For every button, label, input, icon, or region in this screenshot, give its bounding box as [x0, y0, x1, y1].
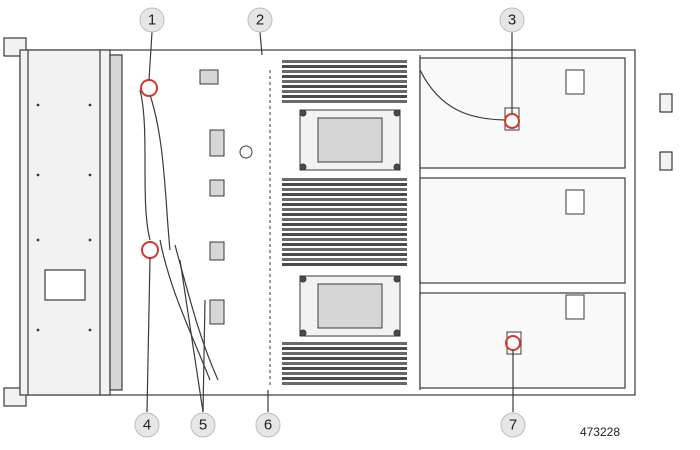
- dimm-slot: [282, 95, 407, 98]
- dimm-slot: [282, 362, 407, 365]
- dimm-slot: [282, 80, 407, 83]
- dimm-slot: [282, 203, 407, 206]
- callout-6: 6: [255, 412, 281, 438]
- cpu-socket-2: [299, 275, 401, 337]
- callout-bubble: [255, 412, 281, 438]
- dimm-bank-top: [282, 60, 407, 103]
- dimm-slot: [282, 263, 407, 266]
- callout-bubble: [139, 7, 165, 33]
- dimm-bank-middle: [282, 178, 407, 266]
- callout-4: 4: [134, 412, 160, 438]
- dimm-slot: [282, 75, 407, 78]
- dimm-slot: [282, 238, 407, 241]
- leader-lines: [146, 31, 514, 413]
- cpu-socket-1: [299, 109, 401, 171]
- dimm-slot: [282, 377, 407, 380]
- dimm-slot: [282, 357, 407, 360]
- dimm-slot: [282, 218, 407, 221]
- dimm-slot: [282, 213, 407, 216]
- dimm-slot: [282, 382, 407, 385]
- callout-bubble: [500, 412, 526, 438]
- dimm-slot: [282, 85, 407, 88]
- dimm-slot: [282, 65, 407, 68]
- callout-bubble: [247, 7, 273, 33]
- dimm-slot: [282, 352, 407, 355]
- dimm-slot: [282, 258, 407, 261]
- drive-bay-dots: [36, 103, 92, 332]
- dimm-slot: [282, 188, 407, 191]
- callout-label: 6: [264, 417, 272, 434]
- callout-label: 2: [256, 12, 264, 29]
- dimm-slot: [282, 178, 407, 181]
- dimm-slot: [282, 90, 407, 93]
- callout-5: 5: [190, 412, 216, 438]
- callout-bubble: [499, 7, 525, 33]
- dimm-slot: [282, 60, 407, 63]
- callout-3: 3: [499, 7, 525, 33]
- dimm-slot: [282, 233, 407, 236]
- dimm-slot: [282, 183, 407, 186]
- figure-id: 473228: [580, 425, 620, 439]
- riser-connectors: [504, 69, 585, 355]
- callout-2: 2: [247, 7, 273, 33]
- callout-bubble: [190, 412, 216, 438]
- callout-7: 7: [500, 412, 526, 438]
- board-connectors: [199, 69, 271, 385]
- dimm-slot: [282, 223, 407, 226]
- dimm-slot: [282, 342, 407, 345]
- callout-layer: 1 2 3 4 5 6 7: [134, 7, 526, 438]
- callout-label: 4: [143, 417, 151, 434]
- dimm-slot: [282, 208, 407, 211]
- dimm-slot: [282, 198, 407, 201]
- callout-bubble: [134, 412, 160, 438]
- dimm-slot: [282, 243, 407, 246]
- dimm-slot: [282, 248, 407, 251]
- dimm-slot: [282, 228, 407, 231]
- chassis: [3, 37, 673, 407]
- callout-label: 1: [148, 12, 156, 29]
- dimm-slot: [282, 193, 407, 196]
- dimm-slot: [282, 70, 407, 73]
- callout-label: 7: [509, 417, 517, 434]
- dimm-slot: [282, 372, 407, 375]
- callout-label: 3: [508, 12, 516, 29]
- dimm-bank-bottom: [282, 342, 407, 385]
- callout-1: 1: [139, 7, 165, 33]
- dimm-slot: [282, 253, 407, 256]
- dimm-slot: [282, 367, 407, 370]
- dimm-slot: [282, 347, 407, 350]
- callout-label: 5: [199, 417, 207, 434]
- dimm-slot: [282, 100, 407, 103]
